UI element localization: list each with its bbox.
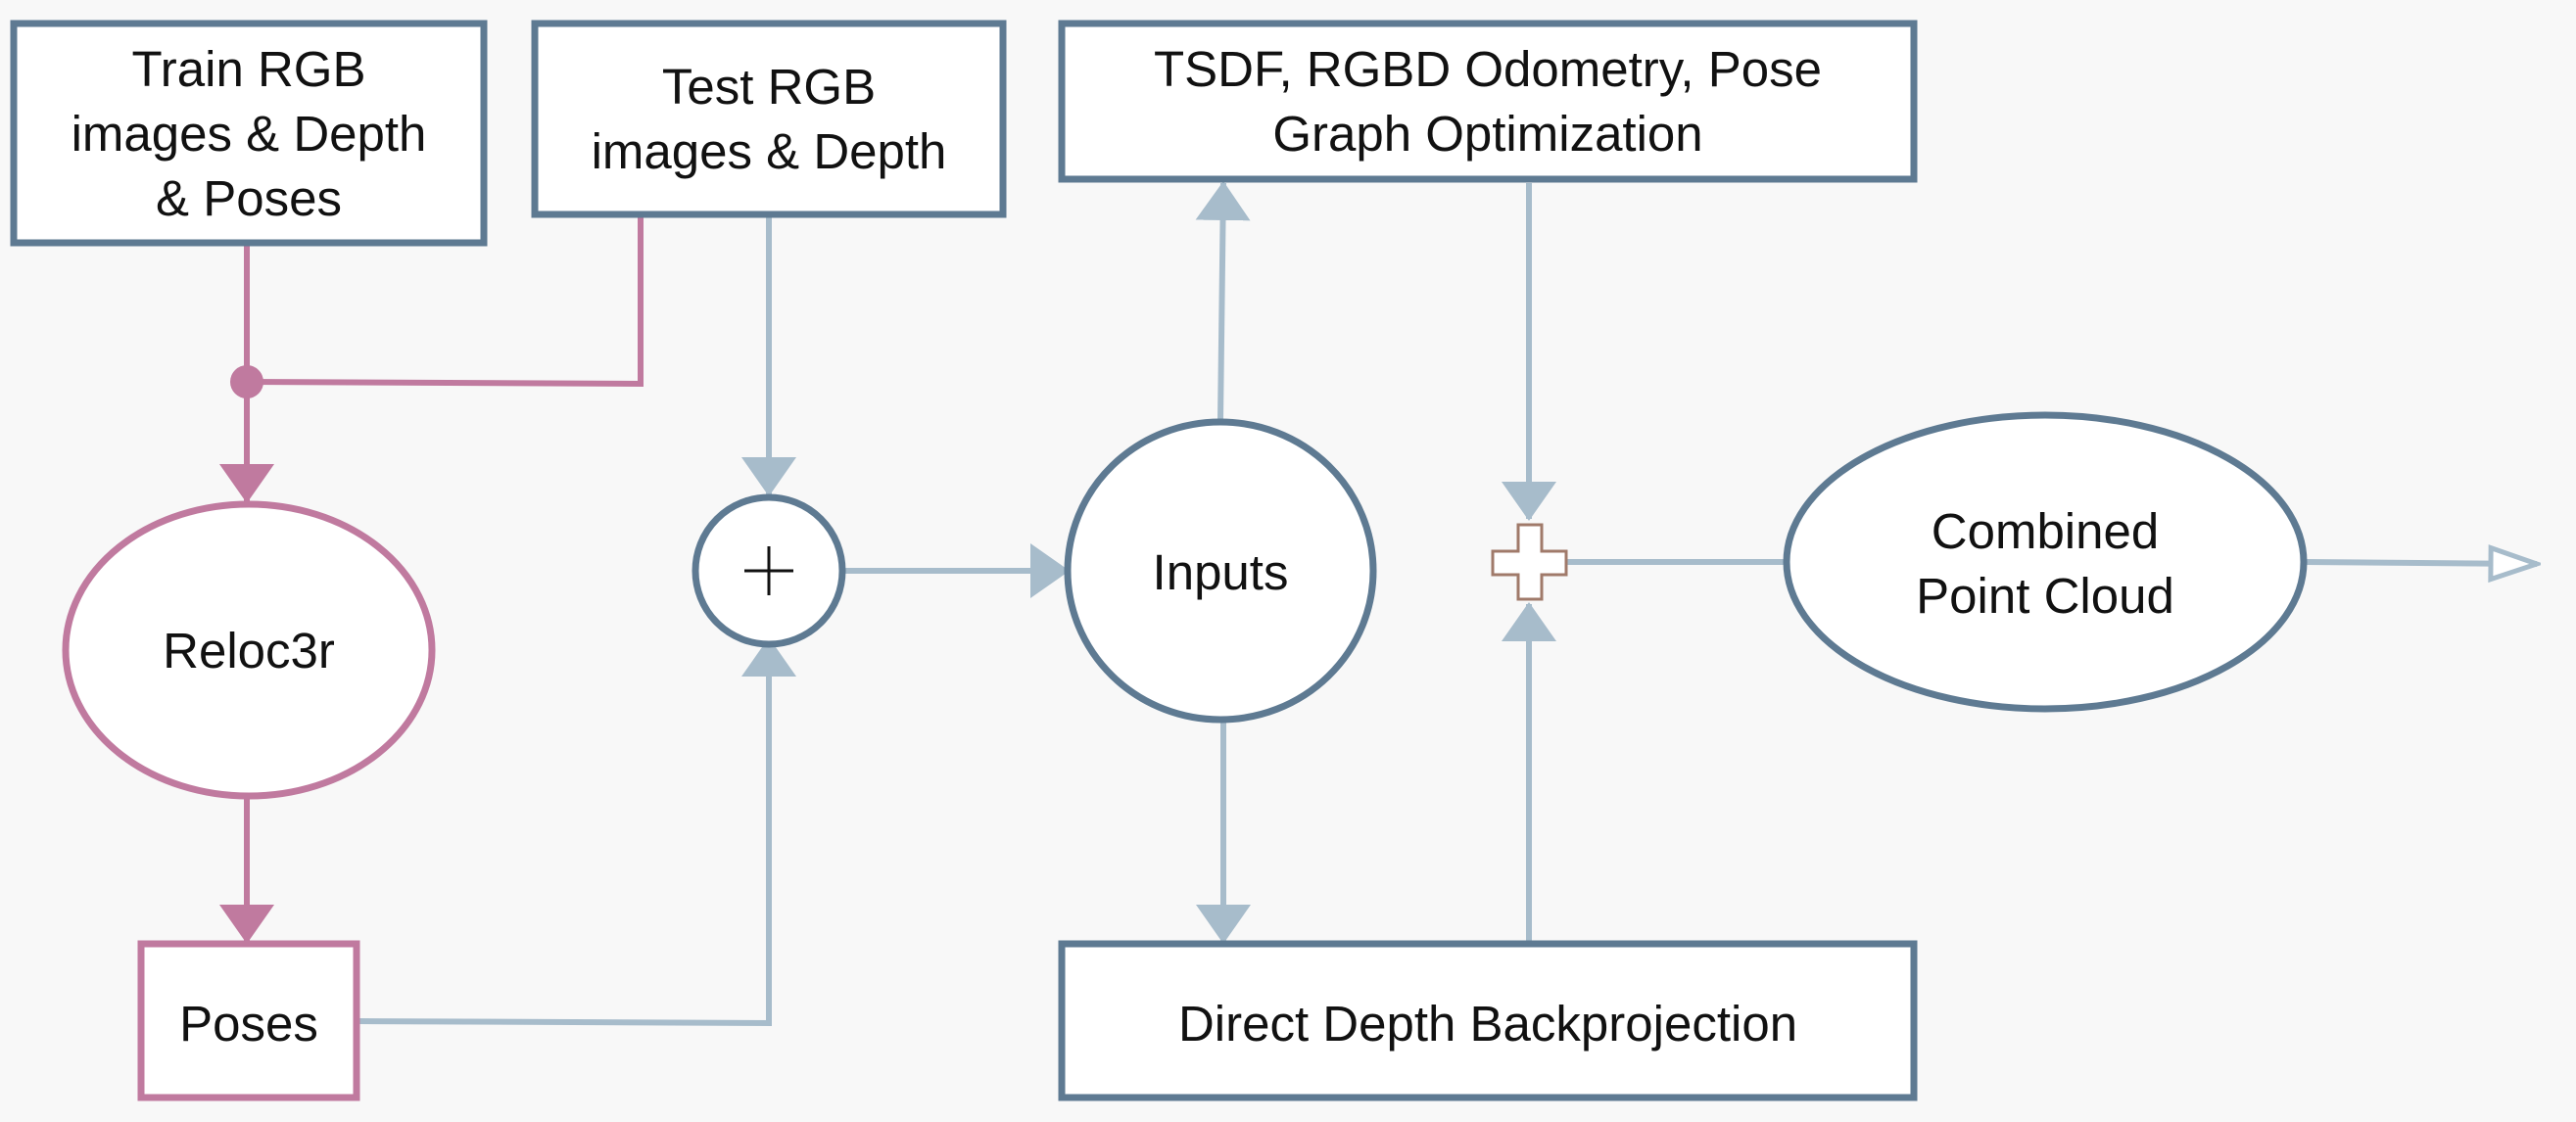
edge-poses-to-sum: [358, 637, 796, 1027]
inputs-node: Inputs: [1064, 418, 1377, 724]
backprojection-node: Direct Depth Backprojection: [1058, 940, 1918, 1101]
backprojection-label: Direct Depth Backprojection: [1178, 996, 1797, 1052]
combined-label-line-2: Point Cloud: [1916, 568, 2174, 624]
inputs-label: Inputs: [1153, 544, 1289, 600]
tsdf-label-line-1: TSDF, RGBD Odometry, Pose: [1154, 41, 1822, 97]
plus-outline-icon: [1491, 523, 1568, 601]
poses-node: Poses: [137, 940, 360, 1101]
combined-label-line-1: Combined: [1932, 503, 2159, 559]
reloc3r-label: Reloc3r: [163, 623, 335, 678]
train-label-line-1: Train RGB: [132, 41, 366, 97]
edge-combined-to-output: [2305, 562, 2537, 564]
train-label-line-3: & Poses: [156, 170, 342, 226]
plus-circle-icon: [692, 493, 846, 648]
tsdf-node: TSDF, RGBD Odometry, Pose Graph Optimiza…: [1058, 20, 1918, 183]
test-data-node: Test RGB images & Depth: [531, 20, 1007, 218]
edge-test-to-fork: [246, 213, 644, 388]
test-label-line-1: Test RGB: [662, 59, 876, 115]
edge-inputs-to-tsdf: [1195, 181, 1251, 422]
train-label-line-2: images & Depth: [72, 106, 427, 162]
test-label-line-2: images & Depth: [592, 123, 947, 179]
reloc3r-node: Reloc3r: [62, 500, 436, 800]
poses-label: Poses: [179, 996, 318, 1052]
tsdf-label-line-2: Graph Optimization: [1272, 106, 1702, 162]
train-data-node: Train RGB images & Depth & Poses: [10, 20, 488, 247]
combined-point-cloud-node: Combined Point Cloud: [1783, 411, 2308, 713]
